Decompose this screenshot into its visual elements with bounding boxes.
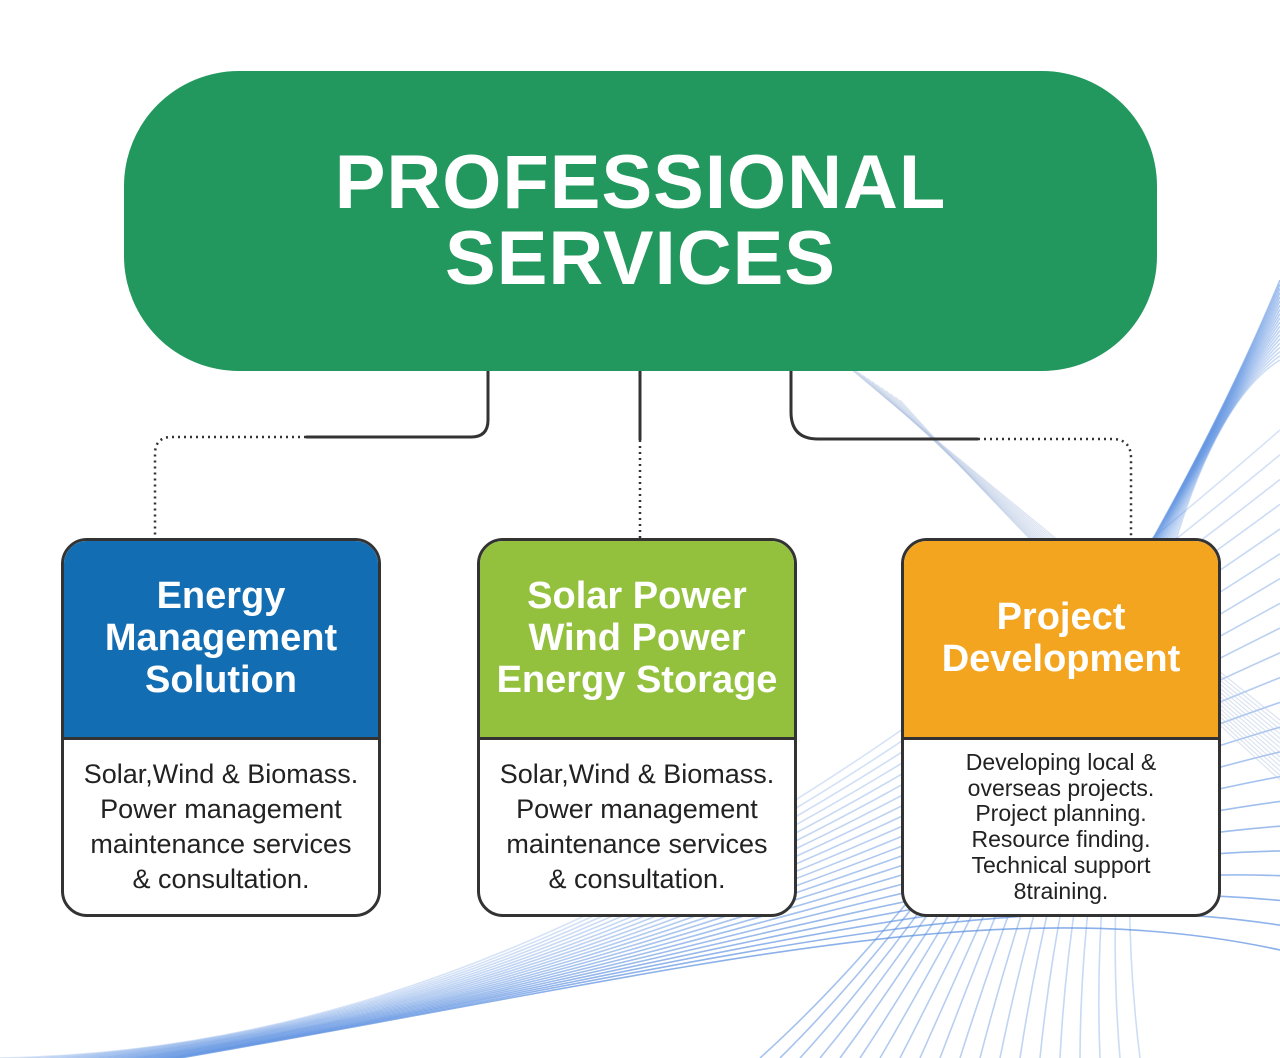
connector-left-solid <box>306 371 490 439</box>
card-title-line: Project <box>996 596 1126 639</box>
card-header: Project Development <box>904 541 1218 740</box>
connector-right-solid <box>789 371 978 441</box>
card-desc-line: Project planning. <box>975 800 1147 827</box>
card-desc-line: 8training. <box>1013 877 1109 904</box>
card-description: Developing local & overseas projects. Pr… <box>965 748 1157 905</box>
card-desc-line: Power management <box>516 793 758 824</box>
card-description: Solar,Wind & Biomass. Power management m… <box>500 757 775 897</box>
card-body: Solar,Wind & Biomass. Power management m… <box>64 740 378 914</box>
card-desc-line: Solar,Wind & Biomass. <box>83 758 359 789</box>
professional-services-banner: PROFESSIONAL SERVICES <box>124 71 1157 371</box>
background-wave-line <box>175 927 1280 1058</box>
card-body: Solar,Wind & Biomass. Power management m… <box>480 740 794 914</box>
card-desc-line: & consultation. <box>132 864 310 895</box>
card-title-line: Wind Power <box>528 617 746 660</box>
card-desc-line: Resource finding. <box>971 826 1151 852</box>
project-development-card: Project Development Developing local & o… <box>901 538 1221 917</box>
energy-management-card: Energy Management Solution Solar,Wind & … <box>61 538 381 917</box>
card-desc-line: Power management <box>100 793 342 824</box>
renewable-power-card: Solar Power Wind Power Energy Storage So… <box>477 538 797 917</box>
card-title-line: Development <box>941 638 1181 680</box>
card-title-line: Energy <box>156 575 286 618</box>
card-header: Solar Power Wind Power Energy Storage <box>480 541 794 740</box>
card-title: Solar Power Wind Power Energy Storage <box>496 575 778 701</box>
card-desc-line: maintenance services <box>506 829 768 859</box>
connector-right-dotted <box>978 437 1133 538</box>
card-desc-line: overseas projects. <box>967 774 1155 801</box>
card-desc-line: & consultation. <box>548 864 726 895</box>
connector-left-dotted <box>153 435 306 538</box>
card-description: Solar,Wind & Biomass. Power management m… <box>84 757 359 897</box>
card-title-line: Solar Power <box>527 575 747 618</box>
card-title: Project Development <box>941 596 1181 681</box>
card-desc-line: Solar,Wind & Biomass. <box>499 758 775 789</box>
card-title: Energy Management Solution <box>104 575 338 701</box>
card-title-line: Energy Storage <box>496 658 778 701</box>
card-desc-line: Technical support <box>971 851 1151 878</box>
banner-title-line: PROFESSIONAL <box>334 140 947 225</box>
banner-title-line: SERVICES <box>445 216 836 301</box>
card-title-line: Solution <box>145 658 297 701</box>
card-desc-line: maintenance services <box>90 829 352 859</box>
banner-title: PROFESSIONAL SERVICES <box>335 145 947 297</box>
card-body: Developing local & overseas projects. Pr… <box>904 740 1218 914</box>
card-header: Energy Management Solution <box>64 541 378 740</box>
card-desc-line: Developing local & <box>965 748 1157 775</box>
card-title-line: Management <box>104 617 338 660</box>
